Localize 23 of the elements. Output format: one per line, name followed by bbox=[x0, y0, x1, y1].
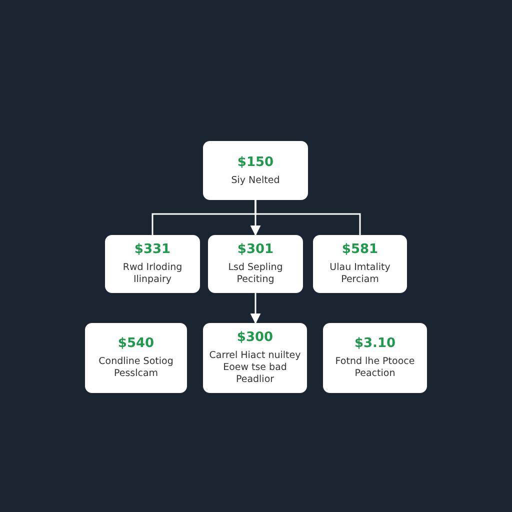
price-card bbox=[203, 323, 307, 393]
card-description: Condline Sotiog Pesslcam bbox=[98, 356, 174, 380]
price-label: $3.10 bbox=[354, 336, 396, 352]
price-card bbox=[313, 235, 407, 293]
price-card bbox=[85, 323, 187, 393]
arrow bbox=[250, 293, 261, 324]
card-description: Siy Nelted bbox=[231, 174, 280, 186]
card-description: Fotnd lhe Ptooce Peaction bbox=[334, 356, 416, 380]
price-card bbox=[203, 141, 308, 200]
card-description: Lsd Sepling Peciting bbox=[227, 262, 284, 286]
card-description: Carrel Hiact nuiltey Eoew tse bad Peadlior bbox=[209, 350, 301, 386]
card-description: Ulau Imtality Perciam bbox=[328, 262, 392, 286]
price-label: $581 bbox=[342, 242, 378, 258]
connector-line bbox=[254, 200, 361, 235]
price-label: $331 bbox=[134, 242, 171, 258]
price-label: $540 bbox=[118, 336, 154, 352]
price-label: $150 bbox=[237, 154, 274, 170]
card-description: Rwd Irloding Ilinpairy bbox=[122, 262, 184, 286]
price-card bbox=[105, 235, 200, 293]
price-card bbox=[323, 323, 427, 393]
price-card bbox=[208, 235, 303, 293]
price-label: $300 bbox=[236, 330, 274, 346]
price-label: $301 bbox=[237, 242, 274, 258]
